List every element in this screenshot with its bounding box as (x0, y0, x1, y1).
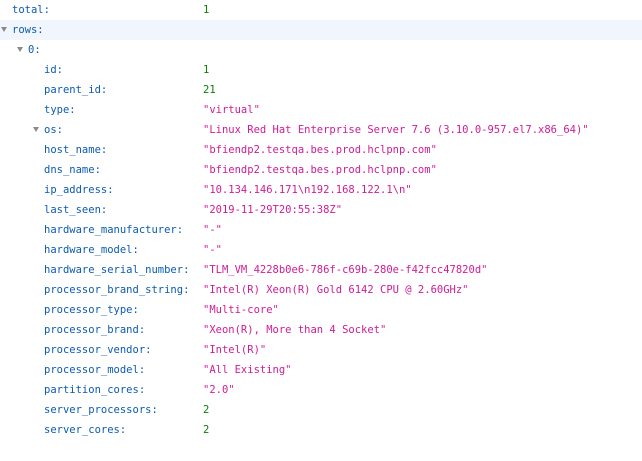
json-key: dns_name: (44, 164, 101, 176)
json-key: parent_id: (44, 84, 108, 96)
json-row-hardware-serial-number[interactable]: hardware_serial_number: "TLM_VM_4228b0e6… (0, 260, 642, 280)
json-key: processor_brand_string: (44, 284, 190, 296)
json-key: processor_type: (44, 304, 139, 316)
json-key: type: (44, 104, 76, 116)
json-row-id[interactable]: id: 1 (0, 60, 642, 80)
json-key: ip_address: (44, 184, 114, 196)
json-key: last_seen: (44, 204, 108, 216)
json-row-partition-cores[interactable]: partition_cores: "2.0" (0, 380, 642, 400)
chevron-down-icon[interactable] (33, 127, 39, 132)
json-key: hardware_manufacturer: (44, 224, 184, 236)
json-key: host_name: (44, 144, 108, 156)
json-row-rows[interactable]: rows: (0, 20, 642, 40)
json-value: 21 (203, 84, 216, 96)
json-key: partition_cores: (44, 384, 146, 396)
json-value: "2019-11-29T20:55:38Z" (203, 204, 343, 216)
json-row-processor-brand[interactable]: processor_brand: "Xeon(R), More than 4 S… (0, 320, 642, 340)
json-row-host-name[interactable]: host_name: "bfiendp2.testqa.bes.prod.hcl… (0, 140, 642, 160)
json-value: "Xeon(R), More than 4 Socket" (203, 324, 387, 336)
json-value: "All Existing" (203, 364, 292, 376)
json-row-ip-address[interactable]: ip_address: "10.134.146.171\n192.168.122… (0, 180, 642, 200)
json-key: os: (44, 124, 63, 136)
json-value: "Intel(R)" (203, 344, 267, 356)
json-value: 2 (203, 404, 210, 416)
json-value: "Linux Red Hat Enterprise Server 7.6 (3.… (203, 124, 589, 136)
json-value: "virtual" (203, 104, 260, 116)
json-row-processor-brand-string[interactable]: processor_brand_string: "Intel(R) Xeon(R… (0, 280, 642, 300)
json-key: processor_model: (44, 364, 146, 376)
json-key: id: (44, 64, 63, 76)
json-row-server-processors[interactable]: server_processors: 2 (0, 400, 642, 420)
json-value: 1 (203, 64, 210, 76)
json-row-parent-id[interactable]: parent_id: 21 (0, 80, 642, 100)
json-value: "2.0" (203, 384, 235, 396)
chevron-down-icon[interactable] (17, 47, 23, 52)
json-value: 2 (203, 424, 210, 436)
json-key: processor_brand: (44, 324, 146, 336)
chevron-down-icon[interactable] (1, 27, 7, 32)
json-row-hardware-model[interactable]: hardware_model: "-" (0, 240, 642, 260)
json-value: "bfiendp2.testqa.bes.prod.hclpnp.com" (203, 164, 437, 176)
json-row-processor-vendor[interactable]: processor_vendor: "Intel(R)" (0, 340, 642, 360)
json-value: "TLM_VM_4228b0e6-786f-c69b-280e-f42fcc47… (203, 264, 488, 276)
json-row-os[interactable]: os: "Linux Red Hat Enterprise Server 7.6… (0, 120, 642, 140)
json-value: "Multi-core" (203, 304, 279, 316)
json-key: total: (12, 4, 50, 16)
json-key: 0: (28, 44, 41, 56)
json-value: "Intel(R) Xeon(R) Gold 6142 CPU @ 2.60GH… (203, 284, 469, 296)
json-row-processor-model[interactable]: processor_model: "All Existing" (0, 360, 642, 380)
json-key: processor_vendor: (44, 344, 152, 356)
json-row-total[interactable]: total: 1 (0, 0, 642, 20)
json-key: hardware_serial_number: (44, 264, 190, 276)
json-value: "-" (203, 224, 222, 236)
json-value: "bfiendp2.testqa.bes.prod.hclpnp.com" (203, 144, 437, 156)
json-key: hardware_model: (44, 244, 139, 256)
json-key: server_cores: (44, 424, 127, 436)
json-row-processor-type[interactable]: processor_type: "Multi-core" (0, 300, 642, 320)
json-value: 1 (203, 4, 210, 16)
json-row-last-seen[interactable]: last_seen: "2019-11-29T20:55:38Z" (0, 200, 642, 220)
json-row-type[interactable]: type: "virtual" (0, 100, 642, 120)
json-row-dns-name[interactable]: dns_name: "bfiendp2.testqa.bes.prod.hclp… (0, 160, 642, 180)
json-row-rows-0[interactable]: 0: (0, 40, 642, 60)
json-value: "-" (203, 244, 222, 256)
json-row-server-cores[interactable]: server_cores: 2 (0, 420, 642, 440)
json-value: "10.134.146.171\n192.168.122.1\n" (203, 184, 412, 196)
json-row-hardware-manufacturer[interactable]: hardware_manufacturer: "-" (0, 220, 642, 240)
json-key: rows: (12, 24, 44, 36)
json-key: server_processors: (44, 404, 158, 416)
